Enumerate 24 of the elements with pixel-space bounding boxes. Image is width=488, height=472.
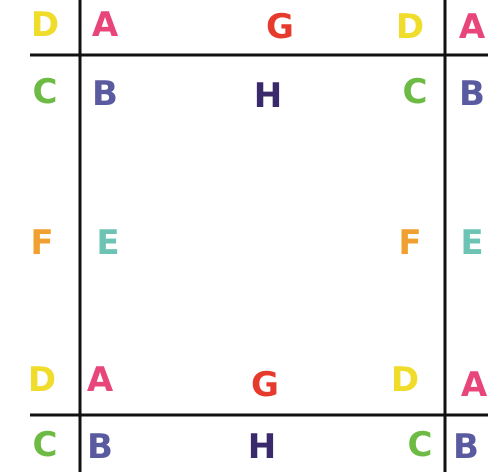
letter-label: A xyxy=(460,368,488,402)
letter-label: F xyxy=(30,226,54,260)
letter-label: B xyxy=(87,430,113,464)
letter-label: H xyxy=(254,79,282,113)
letter-label: D xyxy=(28,363,56,397)
letter-label: C xyxy=(32,75,58,109)
letter-label: B xyxy=(92,77,118,111)
letter-label: F xyxy=(398,226,422,260)
letter-label: E xyxy=(460,226,484,260)
letter-label: B xyxy=(459,77,485,111)
letter-label: C xyxy=(408,428,432,462)
letter-label: C xyxy=(32,428,58,462)
letter-label: H xyxy=(248,430,276,464)
letter-label: D xyxy=(390,363,420,397)
letter-label: D xyxy=(396,10,424,44)
letter-label: G xyxy=(266,10,294,44)
letter-label: A xyxy=(86,363,114,397)
letter-label: G xyxy=(251,368,279,402)
letter-label: D xyxy=(30,8,60,42)
letter-label: B xyxy=(453,430,479,464)
letter-label: C xyxy=(402,75,428,109)
letter-label: A xyxy=(458,10,486,44)
letter-label: A xyxy=(92,8,118,42)
letter-label: E xyxy=(96,226,120,260)
